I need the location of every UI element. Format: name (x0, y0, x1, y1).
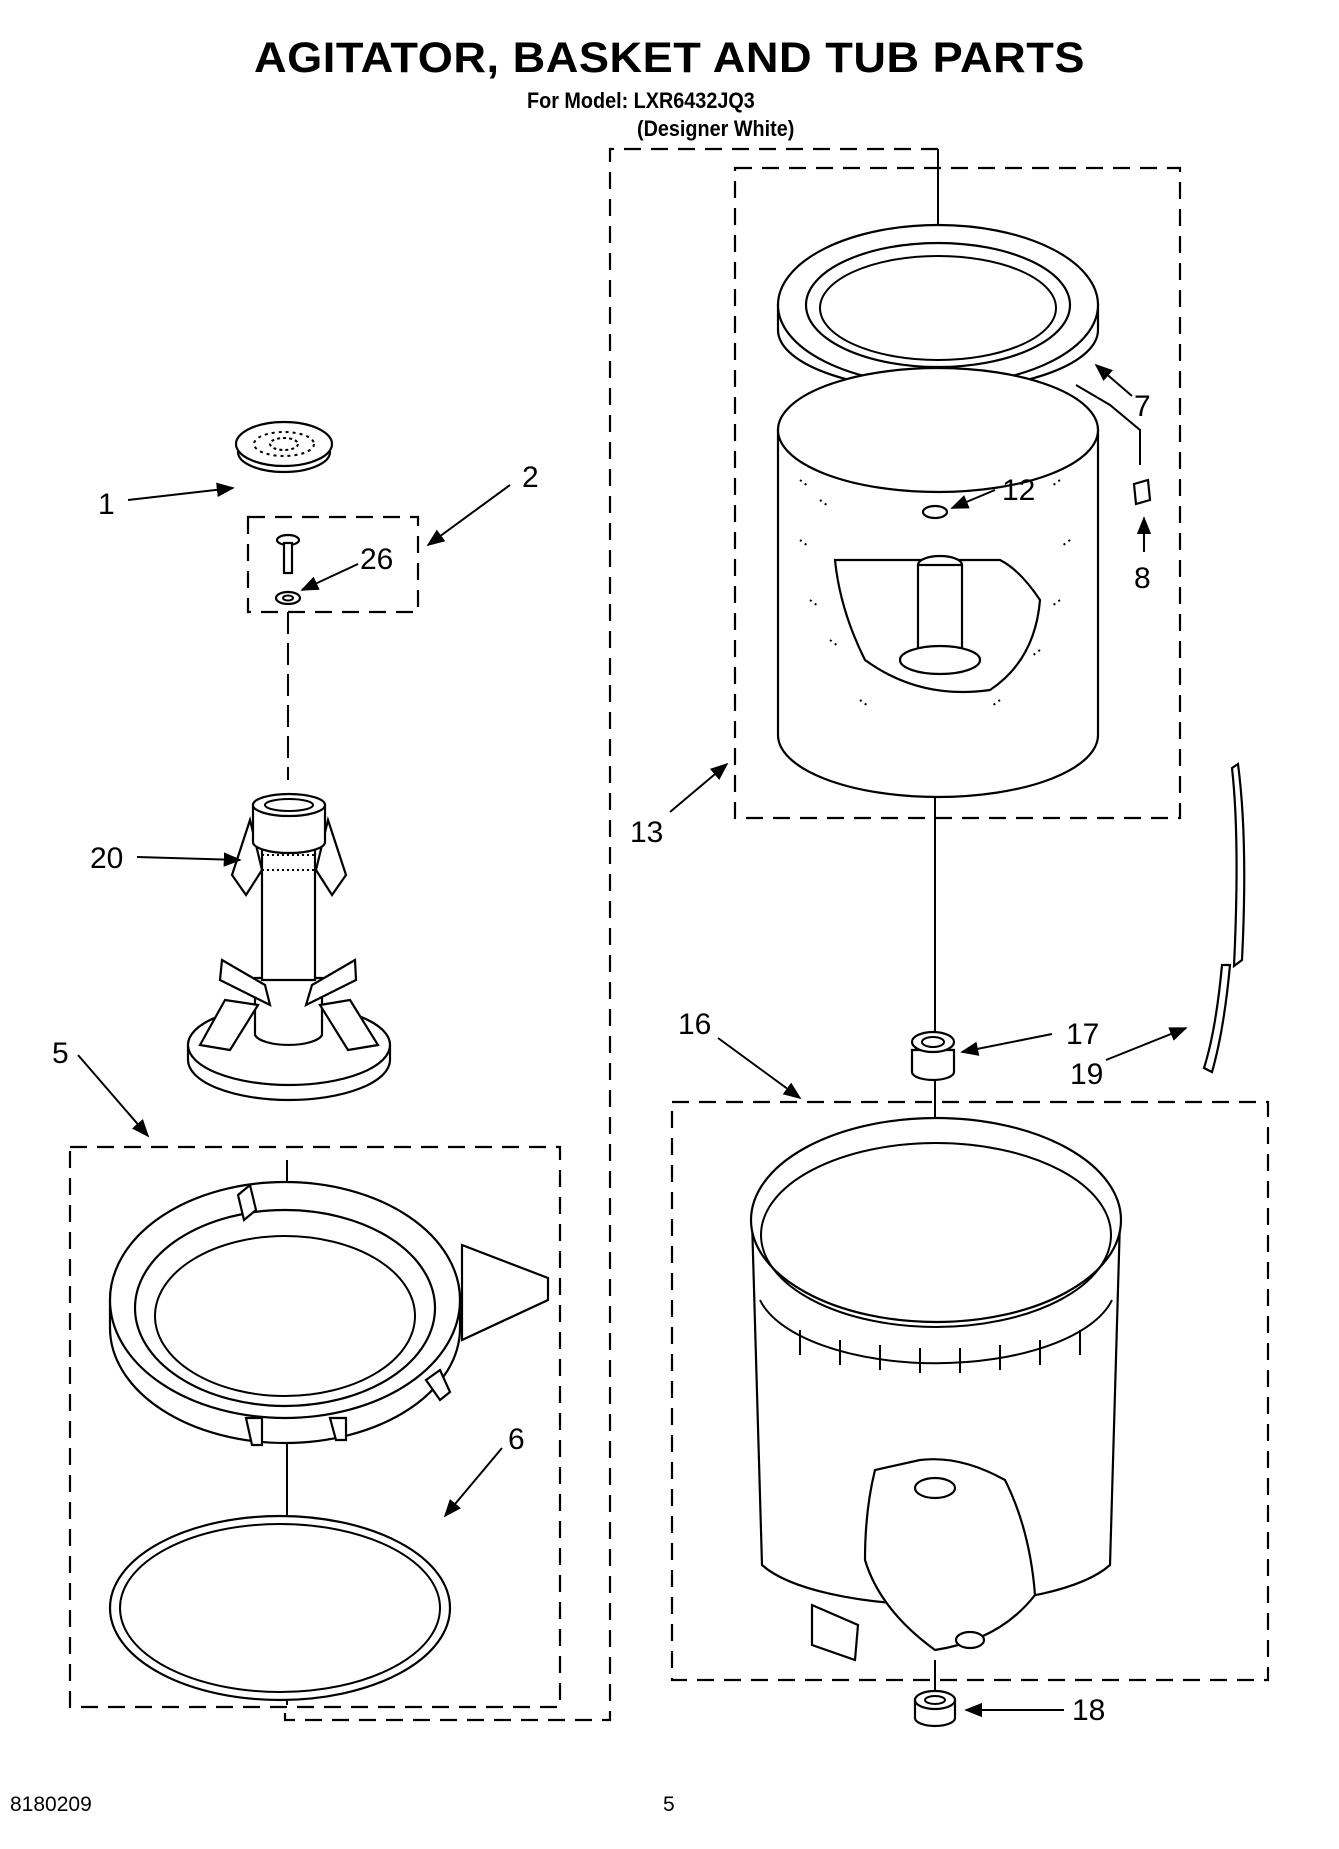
part-agitator (186, 792, 392, 1102)
callout-17: 17 (1066, 1018, 1099, 1051)
leader-19 (1105, 1027, 1188, 1061)
callout-8: 8 (1134, 562, 1151, 595)
part-balance-ring (776, 223, 1100, 392)
callout-2: 2 (522, 461, 539, 494)
group-box-tub (670, 1100, 1270, 1682)
leader-13 (669, 762, 729, 813)
group-box-agitator-hardware (246, 515, 420, 614)
page-number: 5 (663, 1793, 675, 1816)
group-box-basket (733, 166, 1182, 820)
callout-16: 16 (678, 1008, 711, 1041)
leader-5 (77, 1054, 150, 1138)
callout-6: 6 (508, 1423, 525, 1456)
part-drive-bushing (910, 1030, 956, 1082)
callout-1: 1 (98, 488, 115, 521)
callout-7: 7 (1134, 390, 1151, 423)
callout-13: 13 (630, 816, 663, 849)
part-seal-ring (108, 1514, 452, 1702)
leader-12 (950, 489, 996, 509)
callout-20: 20 (90, 842, 123, 875)
leader-1 (127, 482, 235, 501)
leader-17 (960, 1033, 1053, 1056)
part-outer-tub (749, 1116, 1123, 1662)
part-hose (1202, 762, 1246, 1074)
leader-20 (136, 852, 242, 867)
group-box-tub-ring (68, 1145, 562, 1709)
document-number: 8180209 (10, 1793, 92, 1816)
part-spin-basket (776, 366, 1100, 799)
callout-18: 18 (1072, 1694, 1105, 1727)
leader-7 (1094, 363, 1133, 397)
part-agitator-bolt (274, 533, 302, 606)
leader-6 (443, 1447, 503, 1518)
leader-26 (300, 563, 359, 591)
leader-16 (717, 1037, 802, 1100)
callout-19: 19 (1070, 1058, 1103, 1091)
callout-26: 26 (360, 543, 393, 576)
model-color: (Designer White) (637, 116, 795, 141)
page-title: AGITATOR, BASKET AND TUB PARTS (254, 34, 1085, 82)
part-clip (1075, 384, 1152, 506)
part-tub-ring (108, 1180, 550, 1447)
part-tub-plug (913, 1689, 957, 1728)
callout-12: 12 (1002, 474, 1035, 507)
callout-5: 5 (52, 1037, 69, 1070)
assembly-bracket-line (283, 147, 938, 1722)
part-agitator-cap (234, 420, 334, 474)
model-number: For Model: LXR6432JQ3 (527, 88, 755, 113)
leader-2 (426, 484, 511, 547)
